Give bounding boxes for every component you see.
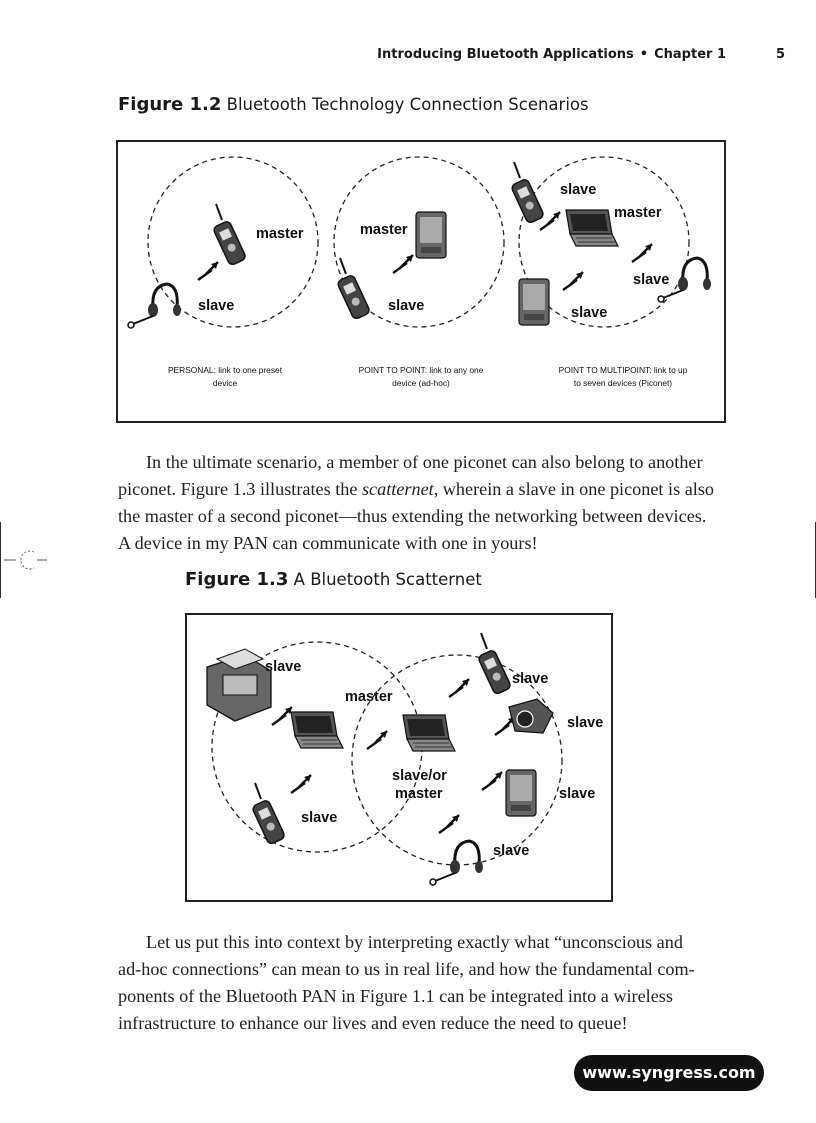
text-line-content: ponents of the Bluetooth PAN in Figure 1… <box>118 986 673 1006</box>
label-master: master <box>614 205 662 221</box>
crop-mark-left <box>0 522 1 598</box>
text-line-content: infrastructure to enhance our lives and … <box>118 1013 628 1033</box>
bluetooth-link-icon <box>630 242 654 264</box>
paragraph-2: Let us put this into context by interpre… <box>118 929 738 1037</box>
label-slave: slave <box>301 810 337 826</box>
text-line-content: the master of a second piconet—thus exte… <box>118 506 707 526</box>
text-line: the master of a second piconet—thus exte… <box>118 503 738 530</box>
figure-1-2-caption: Figure 1.2 Bluetooth Technology Connecti… <box>118 94 589 115</box>
text-line: In the ultimate scenario, a member of on… <box>118 449 738 476</box>
text-line: A device in my PAN can communicate with … <box>118 530 738 557</box>
headset-icon <box>126 282 183 330</box>
term-scatternet: scatternet <box>361 479 434 499</box>
registration-mark-icon <box>4 550 47 570</box>
text-line: piconet. Figure 1.3 illustrates the scat… <box>118 476 738 503</box>
bluetooth-link-icon <box>437 813 461 835</box>
figure-1-3-caption: Figure 1.3 A Bluetooth Scatternet <box>185 569 482 590</box>
panel-caption-line: device <box>213 378 238 388</box>
running-head: Introducing Bluetooth Applications • Chapt… <box>0 47 726 62</box>
panel-caption-line: POINT TO POINT: link to any one <box>359 365 484 375</box>
bluetooth-link-icon <box>561 270 585 292</box>
bluetooth-link-icon <box>196 260 220 282</box>
text-line: ad-hoc connections” can mean to us in re… <box>118 956 738 983</box>
chapter-label: Chapter 1 <box>654 47 726 62</box>
text-line-content: Let us put this into context by interpre… <box>146 932 683 952</box>
panel-caption-line: POINT TO MULTIPOINT: link to up <box>559 365 688 375</box>
label-slave: slave <box>560 182 596 198</box>
panel-caption-line: to seven devices (Piconet) <box>574 378 672 388</box>
bullet-separator: • <box>639 47 649 62</box>
label-master: master <box>345 689 393 705</box>
text-line-content: piconet. Figure 1.3 illustrates the <box>118 479 362 499</box>
label-slave: slave <box>388 298 424 314</box>
figure-1-2-title: Bluetooth Technology Connection Scenario… <box>226 95 589 114</box>
label-slave: slave <box>512 671 548 687</box>
label-slave: slave <box>198 298 234 314</box>
pda-icon <box>505 769 537 817</box>
label-slave-or: slave/or <box>392 768 447 784</box>
text-line-content: ad-hoc connections” can mean to us in re… <box>118 959 695 979</box>
pda-icon <box>518 278 550 326</box>
text-line-content: In the ultimate scenario, a member of on… <box>146 452 703 472</box>
projector-icon <box>508 698 554 734</box>
panel-caption-line: PERSONAL: link to one preset <box>168 365 283 375</box>
text-line: infrastructure to enhance our lives and … <box>118 1010 738 1037</box>
running-title: Introducing Bluetooth Applications <box>377 47 634 62</box>
figure-1-2-diagram: master slave master slave slave master s… <box>126 156 713 388</box>
label-slave: slave <box>493 843 529 859</box>
label-slave: slave <box>559 786 595 802</box>
figure-1-3-diagram: slave master slave/or master slave slave… <box>206 632 603 887</box>
cell-phone-icon <box>211 203 248 267</box>
laptop-icon <box>402 714 456 752</box>
cell-phone-icon <box>476 632 513 696</box>
label-master: master <box>360 222 408 238</box>
bluetooth-link-icon <box>480 770 504 792</box>
website-url-badge[interactable]: www.syngress.com <box>574 1055 764 1091</box>
pda-icon <box>415 211 447 259</box>
page-number: 5 <box>776 47 786 62</box>
panel-caption-line: device (ad-hoc) <box>392 378 450 388</box>
text-line: ponents of the Bluetooth PAN in Figure 1… <box>118 983 738 1010</box>
laptop-icon <box>290 711 344 749</box>
bluetooth-link-icon <box>365 729 389 751</box>
laptop-icon <box>565 209 619 247</box>
label-slave: slave <box>265 659 301 675</box>
paragraph-1: In the ultimate scenario, a member of on… <box>118 449 738 557</box>
label-slave: slave <box>567 715 603 731</box>
bluetooth-link-icon <box>289 773 313 795</box>
printer-icon <box>206 648 272 722</box>
label-master: master <box>395 786 443 802</box>
figure-1-3-frame: slave master slave/or master slave slave… <box>185 613 613 902</box>
text-line-content: , wherein a slave in one piconet is also <box>433 479 715 499</box>
figure-1-2-frame: master slave master slave slave master s… <box>116 140 726 423</box>
figure-1-2-number: Figure 1.2 <box>118 94 222 115</box>
cell-phone-icon <box>509 161 546 225</box>
bluetooth-link-icon <box>391 253 415 275</box>
bluetooth-link-icon <box>447 677 471 699</box>
cell-phone-icon <box>250 782 287 846</box>
figure-1-3-title: A Bluetooth Scatternet <box>293 570 482 589</box>
label-slave: slave <box>571 305 607 321</box>
cell-phone-icon <box>335 257 372 321</box>
label-master: master <box>256 226 304 242</box>
text-line-content: A device in my PAN can communicate with … <box>118 533 538 553</box>
figure-1-3-number: Figure 1.3 <box>185 569 289 590</box>
label-slave: slave <box>633 272 669 288</box>
text-line: Let us put this into context by interpre… <box>118 929 738 956</box>
bluetooth-link-icon <box>270 705 294 727</box>
